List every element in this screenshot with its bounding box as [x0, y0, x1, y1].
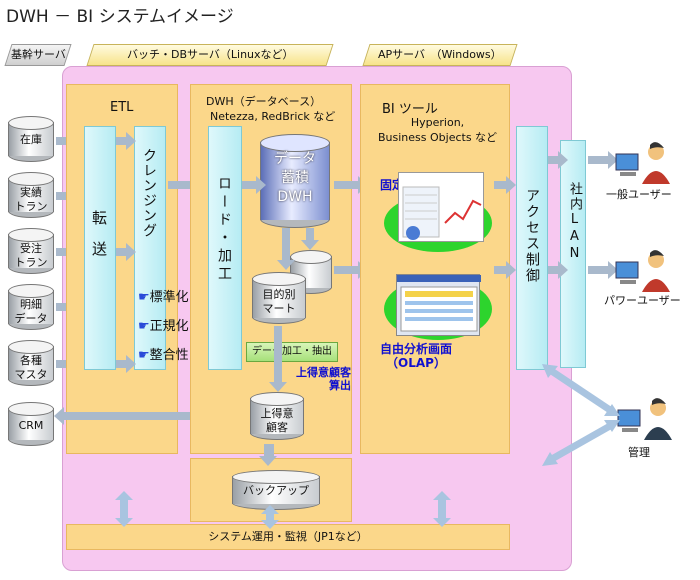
arrow-lan-power-user [588, 261, 618, 279]
report-chart-icon [402, 186, 482, 240]
admin-label: 管理 [628, 446, 650, 459]
cleansing-item-standardize: ☛標準化 [138, 290, 189, 305]
arrow-to-backup [259, 444, 277, 466]
olap-screen-image [396, 274, 481, 336]
arrow-to-crm [54, 407, 250, 425]
transfer-bar [84, 126, 116, 370]
crm-db: CRM [8, 402, 54, 446]
arrow-mart-bi [334, 261, 368, 279]
cleansing-item-consistency: ☛整合性 [138, 348, 189, 363]
arrow-bi-access [494, 176, 516, 194]
lan-bar [560, 140, 586, 368]
cleansing-item-normalize: ☛正規化 [138, 319, 189, 334]
arrow-dwh-purpose-mart [277, 228, 295, 270]
arrow-dwh-bi [334, 176, 368, 194]
data-process-box: データ加工・抽出 [246, 342, 338, 362]
general-user-icon [614, 140, 674, 184]
dwh-title: DWH（データベース） [206, 95, 322, 108]
general-user-label: 一般ユーザー [606, 188, 672, 201]
bi-block [360, 84, 510, 454]
access-control-bar [516, 126, 548, 370]
power-user-icon [614, 248, 674, 292]
ops-monitoring-bar: システム運用・監視（JP1など） [66, 524, 510, 550]
admin-user-icon [616, 396, 676, 440]
transfer-label: 転送 [90, 210, 108, 272]
admin-link-arrows [542, 364, 620, 466]
arrow-lan-general-user [588, 151, 618, 169]
top-customer-calc-label: 上得意顧客 算出 [296, 366, 351, 392]
cleansing-label: クレンジング [141, 148, 157, 238]
fixed-report-image [398, 172, 484, 242]
olap-label: 自由分析画面 （OLAP） [380, 342, 453, 370]
arrow-transfer-cleansing-2 [116, 243, 136, 261]
access-control-label: アクセス制御 [524, 188, 540, 284]
arrow-load-dwh [242, 176, 266, 194]
ops-arrow-etl [115, 491, 133, 527]
page-title: DWH － BI システムイメージ [6, 7, 234, 27]
backup-db: バックアップ [232, 470, 320, 510]
arrow-transfer-cleansing-1 [116, 132, 136, 150]
arrow-transfer-cleansing-3 [116, 355, 136, 373]
top-customer-db: 上得意 顧客 [250, 392, 304, 440]
source-details-db: 明細 データ [8, 284, 54, 330]
tab-ap-server: APサーバ （Windows） [362, 44, 518, 66]
source-orders-db: 受注 トラン [8, 228, 54, 274]
source-stock-db: 在庫 [8, 116, 54, 162]
source-master-db: 各種 マスタ [8, 340, 54, 386]
lan-label: 社内LAN [567, 182, 582, 263]
dwh-subtitle: Netezza, RedBrick など [210, 110, 336, 123]
bi-subtitle: Hyperion, Business Objects など [378, 116, 498, 144]
olap-grid-icon [397, 275, 481, 332]
ops-arrow-backup [261, 505, 279, 529]
ops-arrow-bi [433, 491, 451, 527]
load-label: ロード・加工 [216, 176, 232, 284]
power-user-label: パワーユーザー [604, 294, 681, 307]
arrow-mart-topcustomer [269, 326, 287, 392]
etl-title: ETL [110, 100, 134, 115]
arrow-access-lan-1 [548, 151, 568, 169]
source-results-db: 実績 トラン [8, 172, 54, 218]
tab-core-server: 基幹サーバ [4, 44, 72, 66]
arrow-dwh-mart [301, 228, 319, 250]
load-bar [208, 126, 242, 370]
purpose-mart-db: 目的別 マート [252, 272, 306, 324]
bi-title: BI ツール [382, 102, 438, 117]
arrow-access-lan-2 [548, 261, 568, 279]
tab-batch-db-server: バッチ・DBサーバ（Linuxなど） [86, 44, 334, 66]
arrow-olap-access [494, 261, 516, 279]
